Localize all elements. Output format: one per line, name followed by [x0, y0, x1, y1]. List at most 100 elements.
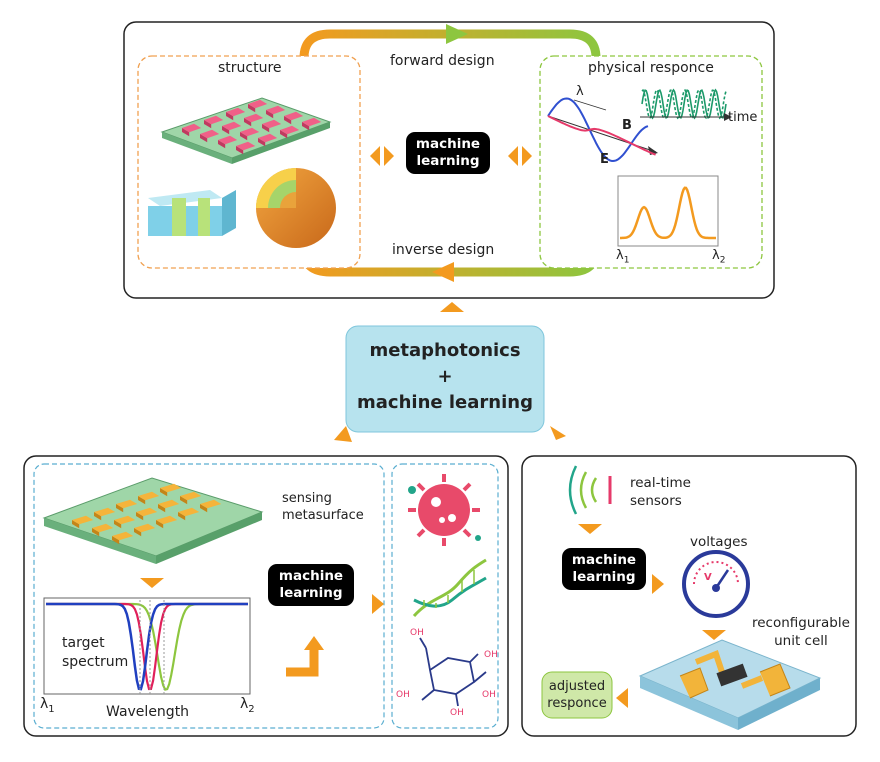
gold-nanoblock-side: [114, 520, 122, 529]
wave-lambda-label: λ: [576, 84, 584, 99]
pink-nanoblock-side: [222, 126, 230, 135]
pink-nanoblock: [244, 113, 264, 123]
gold-nanoblock-side: [116, 504, 124, 513]
adjusted-response-label: adjusted responce: [542, 678, 612, 712]
pink-nanoblock-side: [240, 132, 248, 141]
virus-icon: [408, 474, 481, 546]
sensing-line2: metasurface: [282, 508, 364, 523]
gold-nanoblock: [92, 523, 114, 533]
glucose-icon: [419, 637, 487, 707]
pink-nanoblock: [200, 129, 220, 139]
structure-title: structure: [218, 60, 282, 76]
pink-nanoblock: [240, 127, 260, 137]
pink-nanoblock: [182, 123, 202, 133]
sensing-gold-blocks: [72, 483, 222, 545]
br-ml-line1: machine: [571, 552, 637, 568]
gold-nanoblock-side: [94, 512, 102, 521]
arrow-to-adjusted: [616, 688, 628, 708]
pink-nanoblock-side: [248, 104, 256, 113]
sensing-line1: sensing: [282, 491, 332, 506]
pink-nanoblock-side: [262, 124, 270, 133]
wave-e-label: E: [600, 152, 609, 167]
forward-design-label: forward design: [390, 53, 495, 69]
reconf-line1: reconfigurable: [752, 615, 850, 631]
pink-nanoblock: [302, 117, 322, 127]
pink-nanoblock-side: [266, 110, 274, 119]
spectrum-lambda2-symbol: λ: [712, 248, 720, 263]
gold-nanoblock: [94, 507, 116, 517]
gold-nanoblock-side: [134, 528, 142, 537]
pink-nanoblock-side: [280, 130, 288, 139]
pink-nanoblock-side: [284, 116, 292, 125]
gold-nanoblock-side: [158, 504, 166, 513]
arrow-to-bottom-left: [334, 426, 352, 442]
bl-ml-line1: machine: [278, 568, 344, 584]
gold-nanoblock-side: [92, 528, 100, 537]
pink-nanoblock-side: [302, 122, 310, 131]
pink-nanoblock: [266, 105, 286, 115]
wave-b-label: B: [622, 118, 632, 133]
inverse-design-label: inverse design: [392, 242, 495, 258]
structure-nanoblocks: [182, 99, 322, 155]
gold-nanoblock: [72, 515, 94, 525]
target-spectrum-curves: [46, 600, 248, 694]
structure-core-shell-sphere: [256, 168, 336, 248]
response-spectrum-frame: [617, 175, 719, 247]
down-arrow-to-spectrum: [140, 578, 164, 588]
l-arrow: [286, 650, 319, 677]
gold-nanoblock: [134, 523, 156, 533]
arrow-to-ml-right: [578, 524, 602, 534]
spectrum-lambda1-symbol: λ: [616, 248, 624, 263]
sensors-line2: sensors: [630, 493, 682, 509]
center-line1: metaphotonics: [369, 340, 521, 361]
time-wave-illustration: [640, 88, 732, 121]
gold-nanoblock: [136, 507, 158, 517]
pink-nanoblock-side: [200, 134, 208, 143]
arrow-to-unit-cell: [702, 630, 726, 640]
center-box: [345, 325, 545, 433]
glucose-oh-1: OH: [410, 628, 424, 638]
gold-nanoblock-side: [178, 512, 186, 521]
dna-icon: [412, 558, 487, 618]
center-line2: +: [437, 366, 453, 387]
glucose-oh-5: OH: [482, 690, 496, 700]
pink-nanoblock: [226, 107, 246, 117]
reconf-line2: unit cell: [774, 633, 828, 649]
right-double-arrow: [508, 146, 518, 166]
voltage-gauge-icon: [682, 550, 750, 618]
gold-nanoblock: [156, 515, 178, 525]
arrow-to-bottom-right: [550, 426, 566, 440]
gold-nanoblock-side: [136, 512, 144, 521]
bl-ml-line2: learning: [279, 585, 343, 601]
bottom-lambda2-symbol: λ: [240, 696, 249, 712]
top-ml-line2: learning: [416, 153, 480, 169]
br-ml-line2: learning: [572, 569, 636, 585]
glucose-oh-3: OH: [396, 690, 410, 700]
em-wave-illustration: [547, 97, 658, 163]
voltages-label: voltages: [690, 534, 748, 550]
spectrum-lambda2-sub: 2: [719, 255, 726, 266]
pink-nanoblock-side: [182, 128, 190, 137]
bottom-lambda2-sub: 2: [248, 703, 255, 715]
gold-nanoblock-side: [112, 536, 120, 545]
gauge-v-label: V: [704, 572, 712, 583]
spectrum-lambda2: λ2: [712, 248, 725, 266]
gold-nanoblock-side: [160, 488, 168, 497]
bottom-lambda1-symbol: λ: [40, 696, 49, 712]
pink-nanoblock: [204, 115, 224, 125]
glucose-oh-4: OH: [450, 708, 464, 718]
time-label: time: [728, 110, 758, 125]
gold-nanoblock: [138, 491, 160, 501]
top-ml-box: machine learning: [406, 132, 490, 174]
gold-nanoblock: [180, 491, 202, 501]
forward-arrow-head: [446, 24, 468, 44]
center-title: metaphotonics + machine learning: [346, 338, 544, 416]
bottom-lambda1-sub: 1: [48, 703, 55, 715]
pink-nanoblock: [236, 141, 256, 151]
adjusted-response-box: [541, 671, 613, 719]
pink-nanoblock: [248, 99, 268, 109]
arrow-to-analytes: [372, 594, 384, 614]
arrow-to-voltages: [652, 574, 664, 594]
gold-nanoblock: [200, 499, 222, 509]
